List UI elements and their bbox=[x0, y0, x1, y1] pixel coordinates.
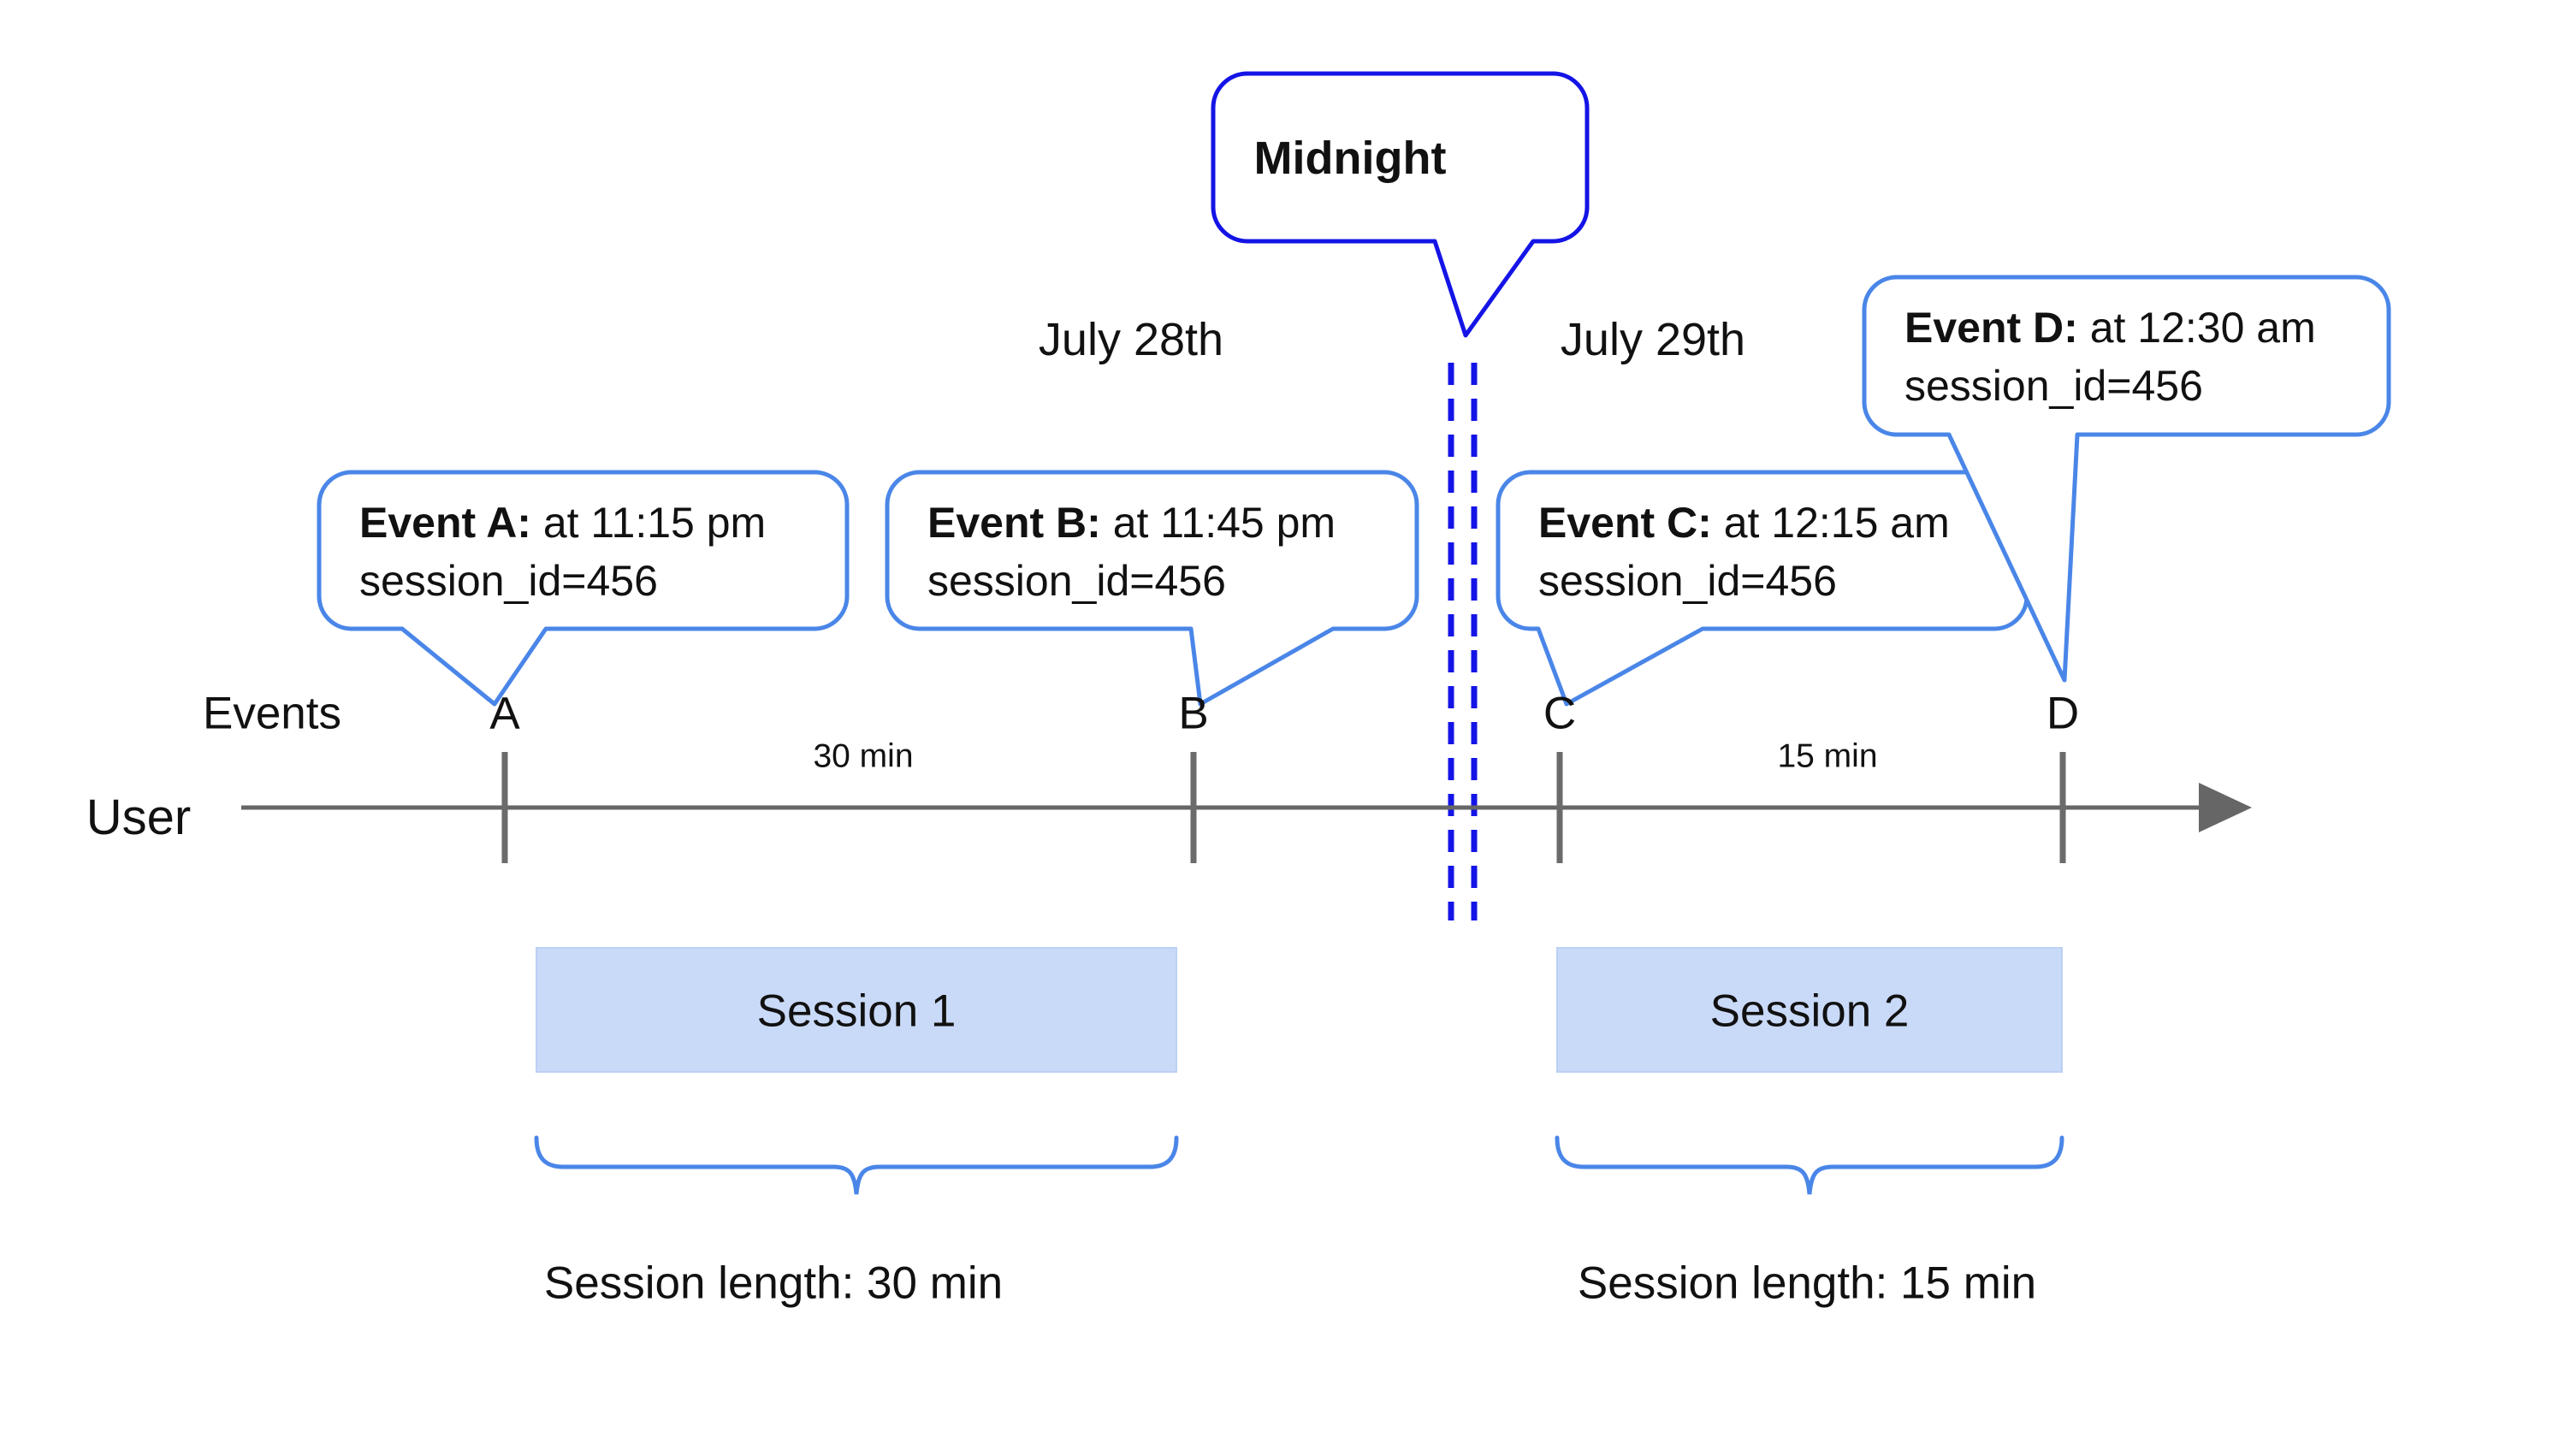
date-before-midnight-label: July 28th bbox=[1038, 314, 1224, 365]
event-a-callout-text: Event A: at 11:15 pm session_id=456 bbox=[359, 494, 766, 610]
session-1-brace bbox=[534, 1135, 1179, 1195]
event-a-callout-line2: session_id=456 bbox=[359, 557, 658, 605]
event-a-callout-bubble bbox=[317, 470, 850, 707]
event-c-callout-line2: session_id=456 bbox=[1538, 557, 1837, 605]
event-c-callout-line1: Event C: at 12:15 am bbox=[1538, 499, 1950, 547]
timeline-arrowhead-icon bbox=[2199, 783, 2252, 832]
date-after-midnight-label: July 29th bbox=[1560, 314, 1746, 365]
session-2-label: Session 2 bbox=[1709, 985, 1910, 1037]
event-b-letter: B bbox=[1178, 688, 1209, 739]
event-b-callout-text: Event B: at 11:45 pm session_id=456 bbox=[927, 494, 1336, 610]
events-row-label: Events bbox=[202, 688, 342, 739]
session-2-length-label: Session length: 15 min bbox=[1577, 1258, 2037, 1309]
interval-a-b-label: 30 min bbox=[813, 737, 914, 775]
event-d-callout-bubble bbox=[1862, 275, 2391, 683]
interval-c-d-label: 15 min bbox=[1777, 737, 1878, 775]
event-d-callout-line1: Event D: at 12:30 am bbox=[1904, 304, 2316, 352]
event-a-callout-line1: Event A: at 11:15 pm bbox=[359, 499, 767, 547]
event-b-callout-line2: session_id=456 bbox=[927, 557, 1226, 605]
session-2-bar bbox=[1556, 947, 2063, 1073]
user-axis-label: User bbox=[86, 790, 192, 845]
event-b-callout-line1: Event B: at 11:45 pm bbox=[927, 499, 1336, 547]
event-c-letter: C bbox=[1543, 688, 1577, 739]
event-a-letter: A bbox=[489, 688, 520, 739]
session-1-bar bbox=[536, 947, 1177, 1073]
session-2-brace bbox=[1555, 1135, 2064, 1195]
midnight-label: Midnight bbox=[1253, 133, 1447, 184]
event-b-callout-bubble bbox=[885, 470, 1419, 707]
event-d-callout-line2: session_id=456 bbox=[1904, 362, 2203, 410]
midnight-callout-bubble bbox=[1211, 71, 1590, 338]
session-1-label: Session 1 bbox=[756, 985, 957, 1037]
event-d-callout-text: Event D: at 12:30 am session_id=456 bbox=[1904, 299, 2316, 415]
session-1-length-label: Session length: 30 min bbox=[543, 1258, 1004, 1309]
event-d-letter: D bbox=[2046, 688, 2080, 739]
event-c-callout-text: Event C: at 12:15 am session_id=456 bbox=[1538, 494, 1950, 610]
